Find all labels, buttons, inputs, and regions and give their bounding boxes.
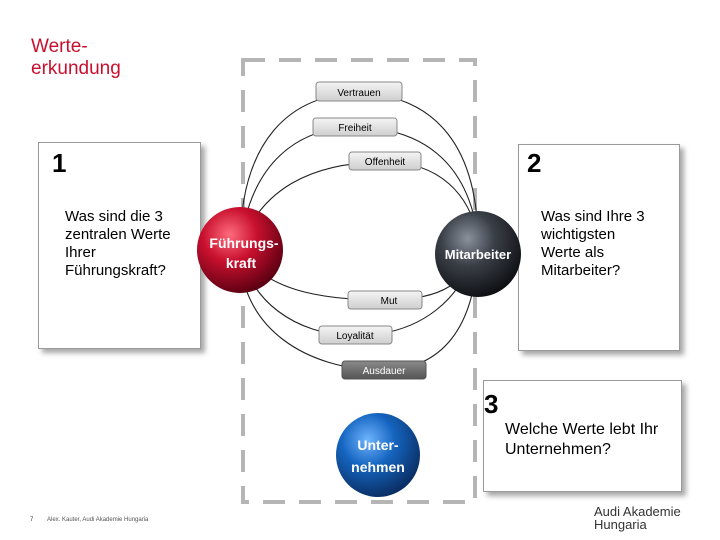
panel-1-line: zentralen Werte	[65, 226, 171, 243]
panel-3-line: Welche Werte lebt Ihr	[505, 421, 659, 438]
sphere-fuehrungskraft: Führungs- kraft	[197, 207, 283, 293]
value-label-freiheit: Freiheit	[338, 123, 372, 134]
value-pill-freiheit: Freiheit	[312, 117, 398, 137]
footer-credit: Alex. Kauter, Audi Akademie Hungaria	[47, 517, 149, 523]
panel-1-line: Führungskraft?	[65, 262, 166, 279]
value-pill-ausdauer: Ausdauer	[341, 360, 427, 380]
slide-title: Werte- erkundung	[31, 36, 121, 80]
value-label-ausdauer: Ausdauer	[363, 366, 406, 377]
panel-2-number: 2	[527, 148, 542, 178]
value-pill-offenheit: Offenheit	[348, 151, 422, 171]
sphere-fuehrungskraft-line2: kraft	[226, 255, 257, 271]
sphere-fuehrungskraft-line1: Führungs-	[209, 235, 279, 251]
panel-1-number: 1	[52, 148, 67, 178]
sphere-mitarbeiter-label: Mitarbeiter	[445, 247, 511, 262]
value-pill-vertrauen: Vertrauen	[315, 81, 403, 102]
panel-2-line: Werte als	[541, 244, 605, 261]
slide-title-line1: Werte-	[31, 36, 88, 57]
panel-3-question: Welche Werte lebt Ihr Unternehmen?	[505, 420, 658, 460]
panel-3-line: Unternehmen?	[505, 441, 611, 458]
value-label-mut: Mut	[381, 296, 398, 307]
value-label-offenheit: Offenheit	[365, 157, 406, 168]
logo-line1: Audi Akademie	[594, 504, 681, 519]
panel-1-line: Ihrer	[65, 244, 96, 261]
value-label-vertrauen: Vertrauen	[337, 88, 380, 99]
panel-1-line: Was sind die 3	[65, 208, 163, 225]
value-pill-loyalitaet: Loyalität	[318, 325, 393, 345]
sphere-unternehmen: Unter- nehmen	[336, 413, 420, 497]
value-label-loyalitaet: Loyalität	[336, 331, 373, 342]
panel-2-line: Mitarbeiter?	[541, 262, 621, 279]
question-panel-3	[483, 380, 682, 492]
logo-line2: Hungaria	[594, 517, 647, 532]
panel-2-question: Was sind Ihre 3 wichtigsten Werte als Mi…	[541, 208, 645, 280]
panel-2-line: Was sind Ihre 3	[541, 208, 645, 225]
question-panel-1	[38, 142, 201, 349]
audi-akademie-logo: Audi Akademie Hungaria	[594, 505, 681, 531]
page-number: 7	[30, 517, 34, 523]
slide-title-line2: erkundung	[31, 58, 121, 79]
sphere-unternehmen-line2: nehmen	[351, 459, 405, 475]
panel-1-question: Was sind die 3 zentralen Werte Ihrer Füh…	[65, 208, 171, 280]
sphere-mitarbeiter: Mitarbeiter	[435, 211, 521, 297]
panel-3-number: 3	[484, 389, 499, 419]
sphere-unternehmen-line1: Unter-	[357, 437, 399, 453]
panel-2-line: wichtigsten	[541, 226, 616, 243]
value-pill-mut: Mut	[347, 290, 423, 310]
